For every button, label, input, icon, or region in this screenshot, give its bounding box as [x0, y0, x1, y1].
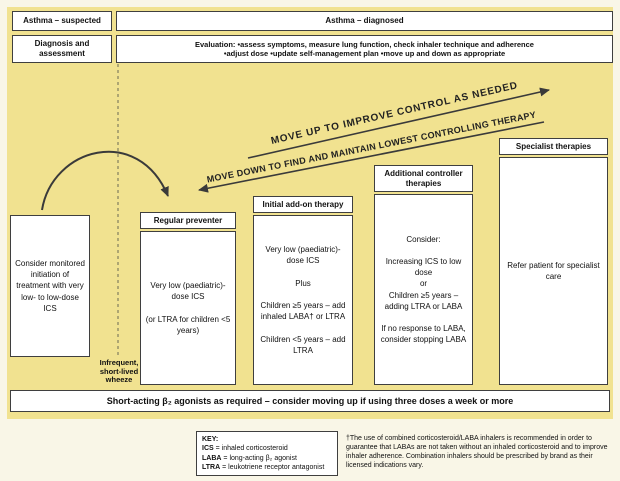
asthma-diagnosed-label: Asthma – diagnosed: [325, 16, 404, 26]
regular-preventer-box: Very low (paediatric)-dose ICS (or LTRA …: [140, 231, 236, 385]
asthma-suspected-header: Asthma – suspected: [12, 11, 112, 31]
saba-reliever-text: Short-acting β₂ agonists as required – c…: [106, 396, 514, 406]
key-item-ltra: LTRA = leukotriene receptor antagonist: [202, 463, 332, 472]
infrequent-wheeze-note: Infrequent, short-lived wheeze: [99, 358, 139, 385]
regular-preventer-text: Very low (paediatric)-dose ICS (or LTRA …: [145, 281, 231, 335]
additional-controller-header: Additional controller therapies: [374, 165, 473, 192]
key-ltra-abbr: LTRA: [202, 464, 221, 472]
initial-addon-text: Very low (paediatric)-dose ICS Plus Chil…: [260, 245, 346, 355]
key-laba-abbr: LABA: [202, 454, 222, 462]
key-box: KEY: ICS = inhaled corticosteroid LABA =…: [196, 431, 338, 476]
key-sep: =: [220, 464, 229, 472]
asthma-suspected-label: Asthma – suspected: [23, 16, 101, 26]
initial-addon-title: Initial add-on therapy: [262, 199, 344, 209]
saba-reliever-bar: Short-acting β₂ agonists as required – c…: [10, 390, 610, 412]
initial-addon-header: Initial add-on therapy: [253, 196, 353, 213]
key-ics-def: inhaled corticosteroid: [221, 445, 288, 453]
diagnosis-assessment-box: Diagnosis and assessment: [12, 35, 112, 63]
regular-preventer-title: Regular preventer: [153, 215, 223, 225]
key-item-ics: ICS = inhaled corticosteroid: [202, 444, 332, 453]
key-laba-def: long-acting β₂ agonist: [229, 454, 297, 462]
initial-addon-box: Very low (paediatric)-dose ICS Plus Chil…: [253, 215, 353, 385]
key-title: KEY:: [202, 436, 219, 443]
key-ltra-def: leukotriene receptor antagonist: [228, 464, 325, 472]
step-monitored-initiation-text: Consider monitored initiation of treatme…: [15, 259, 85, 313]
step-monitored-initiation-box: Consider monitored initiation of treatme…: [10, 215, 90, 357]
regular-preventer-header: Regular preventer: [140, 212, 236, 229]
specialist-therapies-text: Refer patient for specialist care: [507, 260, 600, 281]
specialist-therapies-header: Specialist therapies: [499, 138, 608, 155]
specialist-therapies-box: Refer patient for specialist care: [499, 157, 608, 385]
asthma-diagnosed-header: Asthma – diagnosed: [116, 11, 613, 31]
diagnosis-assessment-label: Diagnosis and assessment: [34, 39, 90, 58]
evaluation-text: Evaluation: •assess symptoms, measure lu…: [195, 40, 534, 58]
stepwise-therapy-panel: Asthma – suspected Asthma – diagnosed Di…: [7, 7, 613, 419]
additional-controller-title: Additional controller therapies: [384, 168, 463, 188]
additional-controller-text: Consider: Increasing ICS to low dose or …: [380, 234, 467, 345]
specialist-therapies-title: Specialist therapies: [515, 141, 592, 151]
evaluation-box: Evaluation: •assess symptoms, measure lu…: [116, 35, 613, 63]
key-sep: =: [213, 445, 222, 453]
laba-combination-footnote: †The use of combined corticosteroid/LABA…: [346, 435, 608, 470]
key-ics-abbr: ICS: [202, 445, 214, 453]
additional-controller-box: Consider: Increasing ICS to low dose or …: [374, 194, 473, 385]
key-item-laba: LABA = long-acting β₂ agonist: [202, 454, 332, 463]
key-sep: =: [221, 454, 230, 462]
